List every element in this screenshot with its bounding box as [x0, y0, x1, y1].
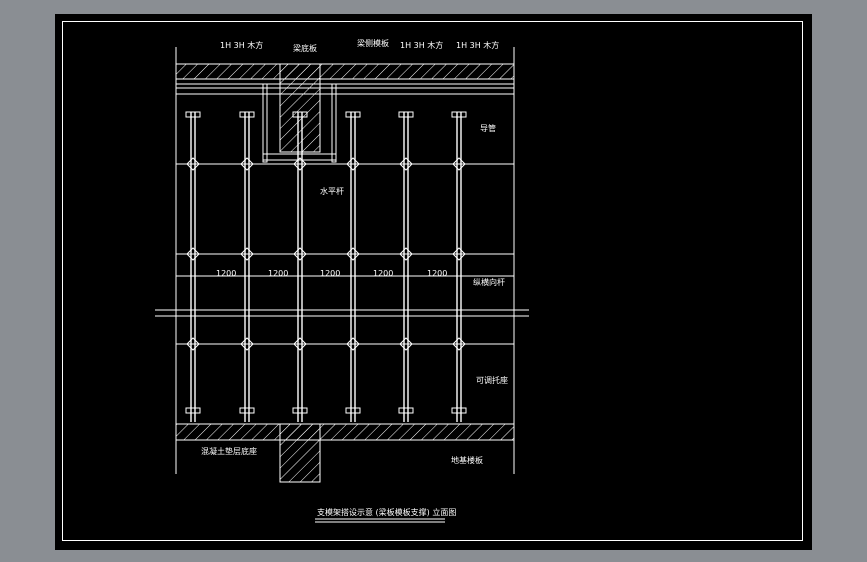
- coupler-joint: [452, 157, 466, 171]
- coupler-joint: [346, 337, 360, 351]
- coupler-joint: [452, 247, 466, 261]
- spacing-label: 1200: [427, 269, 447, 278]
- label-bottom-right: 地基楼板: [451, 455, 483, 465]
- spacing-label: 1200: [216, 269, 236, 278]
- top-beam: [279, 63, 321, 153]
- top-slab: [175, 63, 515, 80]
- spacing-label: 1200: [268, 269, 288, 278]
- adjustable-head: [185, 111, 201, 118]
- coupler-joint: [293, 337, 307, 351]
- adjustable-head: [398, 407, 414, 414]
- adjustable-head: [239, 111, 255, 118]
- adjustable-head: [292, 407, 308, 414]
- coupler-joint: [293, 157, 307, 171]
- adjustable-head: [239, 407, 255, 414]
- coupler-joint: [240, 157, 254, 171]
- coupler-joint: [399, 157, 413, 171]
- beam-side-form-right: [331, 83, 337, 163]
- label-top-mid-timber: 1H 3H 木方: [400, 40, 443, 50]
- adjustable-head: [398, 111, 414, 118]
- beam-side-form-left: [262, 83, 268, 163]
- coupler-joint: [399, 337, 413, 351]
- coupler-joint: [346, 157, 360, 171]
- label-top-beam: 梁底板: [293, 43, 317, 53]
- coupler-joint: [346, 247, 360, 261]
- drawing-frame: [62, 21, 803, 541]
- spacing-label: 1200: [320, 269, 340, 278]
- coupler-joint: [452, 337, 466, 351]
- coupler-joint: [240, 337, 254, 351]
- coupler-joint: [240, 247, 254, 261]
- coupler-joint: [399, 247, 413, 261]
- coupler-joint: [186, 337, 200, 351]
- coupler-joint: [186, 157, 200, 171]
- coupler-joint: [186, 247, 200, 261]
- adjustable-head: [451, 111, 467, 118]
- adjustable-head: [451, 407, 467, 414]
- bottom-slab: [175, 423, 515, 441]
- adjustable-head: [345, 111, 361, 118]
- drawing-caption: 支模架搭设示意 (梁板模板支撑) 立面图: [317, 507, 456, 517]
- label-top-beam-side: 梁侧模板: [357, 38, 389, 48]
- label-top-right-timber: 1H 3H 木方: [456, 40, 499, 50]
- cad-viewport[interactable]: 1H 3H 木方 梁底板 梁侧模板 1H 3H 木方 1H 3H 木方 导管 水…: [55, 14, 812, 550]
- scaffold-elevation-drawing: 1H 3H 木方 梁底板 梁侧模板 1H 3H 木方 1H 3H 木方 导管 水…: [155, 38, 529, 523]
- label-top-left-timber: 1H 3H 木方: [220, 40, 263, 50]
- adjustable-head: [292, 111, 308, 118]
- coupler-joint: [293, 247, 307, 261]
- label-right-lower: 可调托座: [476, 375, 508, 385]
- label-right-upper: 导管: [480, 123, 496, 133]
- adjustable-head: [345, 407, 361, 414]
- label-right-middle: 纵横向杆: [473, 277, 505, 287]
- spacing-label: 1200: [373, 269, 393, 278]
- bottom-beam: [279, 423, 321, 483]
- label-middle-vertical: 水平杆: [320, 186, 344, 196]
- label-bottom-left: 混凝土垫层底座: [201, 446, 257, 456]
- adjustable-head: [185, 407, 201, 414]
